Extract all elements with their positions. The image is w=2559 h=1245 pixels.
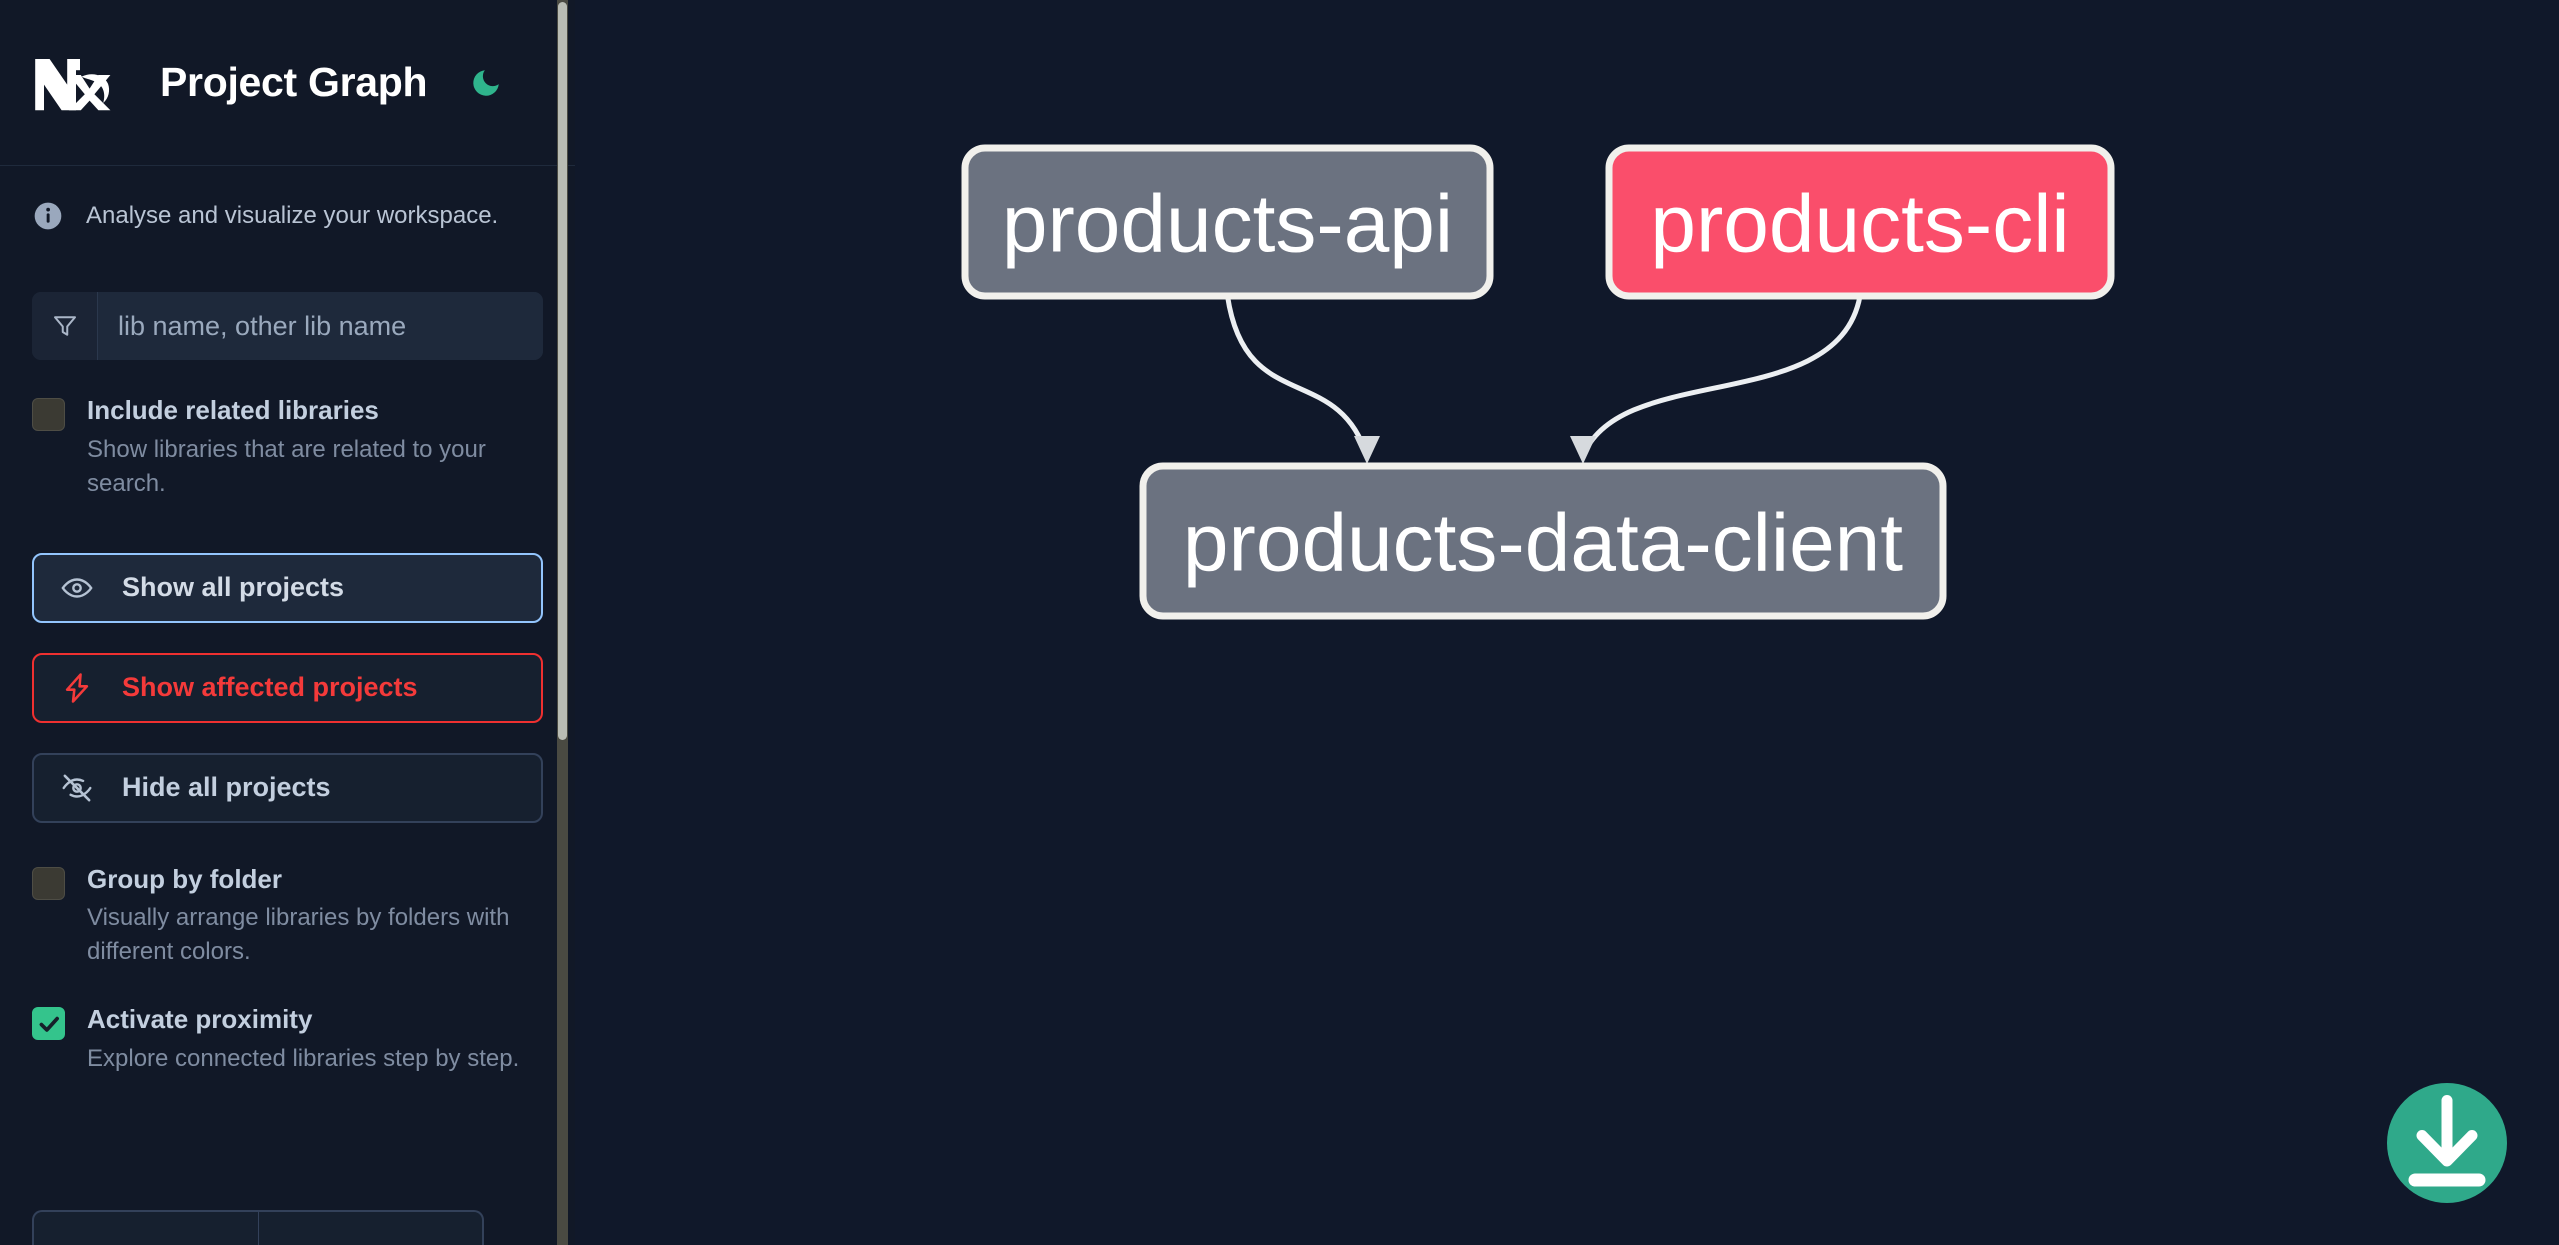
- info-icon: [32, 200, 64, 232]
- graph-node-products-cli[interactable]: products-cli: [1605, 144, 2115, 300]
- include-related-libraries-label: Include related libraries: [87, 395, 379, 425]
- graph-canvas[interactable]: products-api products-cli products-data-cl…: [575, 0, 2559, 1245]
- workspace-info-text: Analyse and visualize your workspace.: [86, 202, 499, 229]
- moon-icon[interactable]: [465, 62, 507, 104]
- eye-icon: [60, 571, 102, 605]
- eye-slash-icon: [60, 771, 102, 805]
- node-label: products-data-client: [1183, 498, 1903, 589]
- nx-logo: [32, 52, 120, 114]
- filter-icon[interactable]: [32, 292, 98, 360]
- project-visibility-buttons: Show all projects Show affected projects: [32, 552, 543, 823]
- node-box: [1605, 144, 2115, 300]
- show-all-projects-button[interactable]: Show all projects: [32, 552, 543, 623]
- proximity-slider-control[interactable]: [32, 1210, 484, 1245]
- sidebar-scrollbar[interactable]: [557, 0, 568, 1245]
- hide-all-projects-label: Hide all projects: [122, 772, 331, 803]
- group-by-folder-description: Visually arrange libraries by folders wi…: [87, 904, 510, 966]
- group-by-folder-checkbox[interactable]: [32, 866, 65, 900]
- activate-proximity-description: Explore connected libraries step by step…: [87, 1044, 520, 1072]
- include-related-libraries-description: Show libraries that are related to your …: [87, 435, 486, 497]
- edge-products-api-to-data-client[interactable]: [1225, 295, 1370, 457]
- option-activate-proximity[interactable]: Activate proximity Explore connected lib…: [32, 1003, 543, 1076]
- activate-proximity-label: Activate proximity: [87, 1004, 313, 1035]
- edge-products-cli-to-data-client[interactable]: [1580, 295, 1863, 457]
- include-related-libraries-checkbox[interactable]: [32, 398, 65, 431]
- graph-node-products-data-client[interactable]: products-data-client: [1139, 462, 1947, 620]
- hide-all-projects-button[interactable]: Hide all projects: [32, 752, 543, 823]
- search-input[interactable]: [98, 292, 543, 360]
- node-label: products-cli: [1650, 179, 2069, 270]
- download-graph-button[interactable]: [2387, 1083, 2507, 1203]
- workspace-info: Analyse and visualize your workspace.: [32, 200, 543, 232]
- group-by-folder-label: Group by folder: [87, 863, 282, 894]
- graph-svg: products-api products-cli products-data-cl…: [961, 144, 2115, 620]
- sidebar: Project Graph Analyse and visualize your…: [0, 0, 575, 1245]
- node-box: [1139, 462, 1947, 620]
- edge-products-cli-to-data-client-arrowhead: [1570, 436, 1596, 464]
- sidebar-scrollbar-thumb[interactable]: [558, 2, 567, 740]
- graph-node-products-api[interactable]: products-api: [961, 144, 1494, 300]
- graph-nodes: products-api products-cli products-data-cl…: [961, 144, 2115, 620]
- show-all-projects-label: Show all projects: [122, 572, 345, 603]
- activate-proximity-checkbox[interactable]: [32, 1007, 65, 1041]
- slider-divider: [258, 1212, 259, 1245]
- lightning-icon: [60, 671, 102, 705]
- node-box: [961, 144, 1494, 300]
- option-group-by-folder[interactable]: Group by folder Visually arrange librari…: [32, 863, 543, 970]
- node-label: products-api: [1002, 179, 1453, 270]
- page-title: Project Graph: [160, 59, 428, 105]
- graph-edges: [1225, 295, 1863, 464]
- show-affected-projects-label: Show affected projects: [122, 672, 418, 703]
- edge-products-api-to-data-client-arrowhead: [1354, 436, 1380, 464]
- sidebar-header: Project Graph: [0, 0, 575, 166]
- sidebar-body: Analyse and visualize your workspace. In…: [0, 200, 575, 1076]
- search-bar: [32, 292, 543, 360]
- show-affected-projects-button[interactable]: Show affected projects: [32, 652, 543, 723]
- option-include-related-libraries[interactable]: Include related libraries Show libraries…: [32, 394, 543, 501]
